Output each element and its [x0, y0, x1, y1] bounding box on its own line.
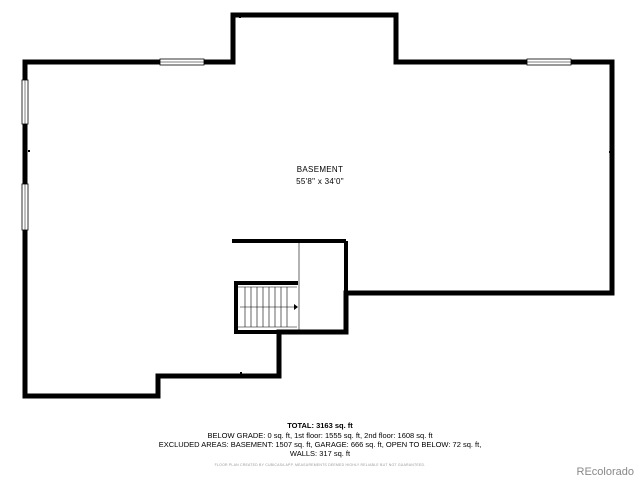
window-left-upper — [21, 79, 29, 125]
room-dimensions: 55'8" x 34'0" — [296, 177, 344, 186]
window-top-left — [159, 58, 205, 66]
stairs — [238, 286, 297, 328]
walls-area: WALLS: 317 sq. ft — [289, 449, 351, 458]
below-grade-area: BELOW GRADE: 0 sq. ft, 1st floor: 1555 s… — [207, 431, 433, 440]
room-name: BASEMENT — [296, 165, 344, 174]
stair-wall-left — [234, 281, 298, 334]
stair-arrow — [294, 304, 298, 310]
outer-wall — [22, 12, 615, 399]
brand-watermark: REcolorado — [576, 466, 634, 478]
disclaimer-text: FLOOR PLAN CREATED BY CUBICASA APP. MEAS… — [214, 463, 426, 467]
window-left-lower — [21, 183, 29, 231]
window-top-right — [526, 58, 572, 66]
excluded-areas: EXCLUDED AREAS: BASEMENT: 1507 sq. ft, G… — [158, 440, 482, 449]
total-area: TOTAL: 3163 sq. ft — [287, 421, 353, 430]
wall-markers — [28, 16, 611, 374]
